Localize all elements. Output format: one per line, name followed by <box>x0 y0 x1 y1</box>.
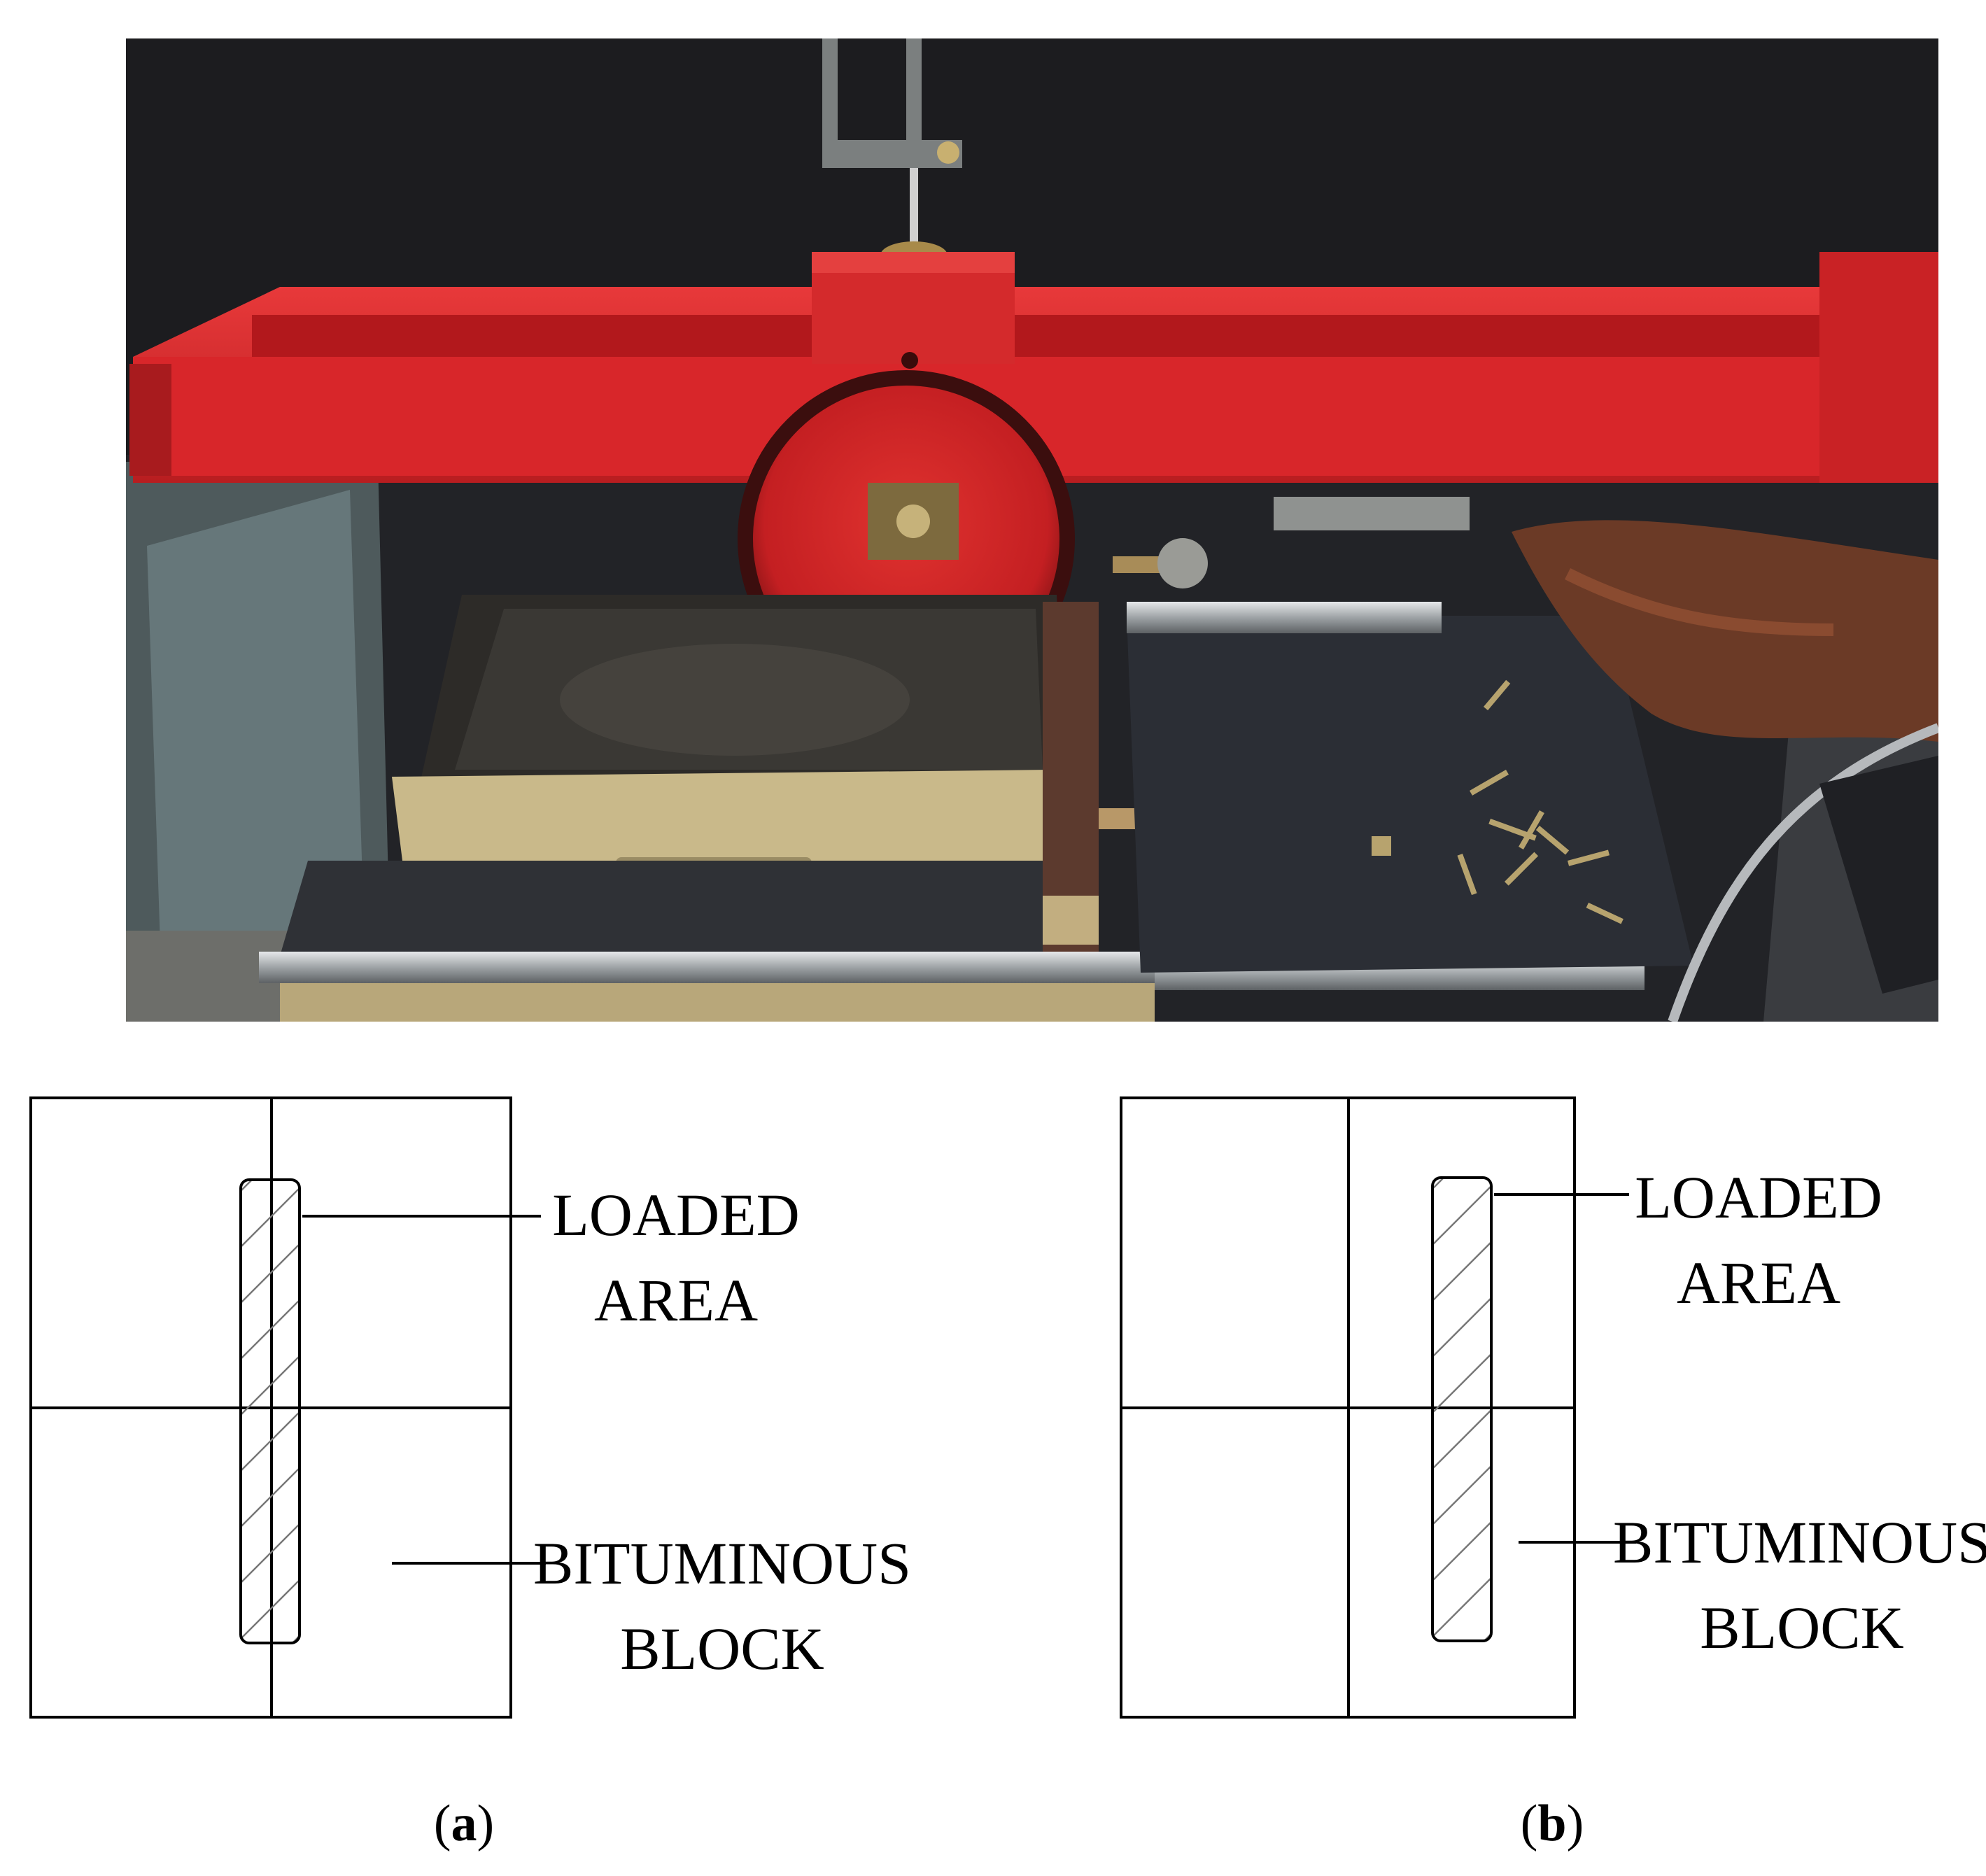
carriage-screw <box>901 352 918 369</box>
loaded-label-a-line1: LOADED <box>552 1181 800 1248</box>
right-work-plate <box>1127 616 1693 973</box>
loaded-label-b-line2: AREA <box>1677 1249 1840 1316</box>
red-beam-end-right <box>1819 252 1938 483</box>
rail-support <box>280 983 1155 1022</box>
clamp-bar-end <box>1043 896 1099 945</box>
cable <box>1668 723 1938 1022</box>
block-label-a-line2: BLOCK <box>620 1615 824 1682</box>
load-rod <box>910 168 918 245</box>
specimen-mold <box>392 770 1050 861</box>
bracket-bolt <box>937 141 959 164</box>
load-bracket-right <box>906 38 922 164</box>
loaded-label-b-line1: LOADED <box>1635 1164 1882 1231</box>
loaded-strip-a <box>239 1178 301 1644</box>
block-label-b-line1: BITUMINOUS <box>1613 1509 1986 1576</box>
diagram-a: LOADED AREA BITUMINOUS BLOCK (a) <box>29 1096 911 1852</box>
left-side-panel-face <box>147 490 364 966</box>
red-beam-inner-channel <box>252 315 1826 357</box>
diagram-b: LOADED AREA BITUMINOUS BLOCK (b) <box>1120 1096 1986 1852</box>
carriage-block-top <box>812 252 1015 273</box>
steel-rail-left <box>259 952 1169 983</box>
upper-right-rail <box>1127 602 1442 633</box>
red-beam-end-left <box>129 364 171 476</box>
caption-a: (a) <box>434 1795 494 1852</box>
knob-upper <box>1157 538 1208 588</box>
right-machine-part <box>1819 756 1938 994</box>
loaded-strip-b <box>1431 1176 1493 1642</box>
load-bracket-left <box>822 38 838 164</box>
brown-cloth-fold <box>1564 567 1834 636</box>
brown-cloth <box>1512 520 1938 742</box>
wheel-hub <box>896 505 930 538</box>
clamp-bar <box>1043 602 1099 952</box>
screws-debris <box>1372 679 1624 924</box>
knob-shaft-upper <box>1113 556 1162 573</box>
caption-b: (b) <box>1521 1795 1584 1852</box>
block-label-a-line1: BITUMINOUS <box>533 1530 911 1597</box>
slab-wear-patch <box>560 644 910 756</box>
test-table <box>273 861 1078 980</box>
bracket-arm <box>1274 497 1470 530</box>
machine-photo <box>126 38 1938 1022</box>
block-label-b-line2: BLOCK <box>1700 1594 1903 1661</box>
loaded-label-a-line2: AREA <box>594 1267 758 1334</box>
